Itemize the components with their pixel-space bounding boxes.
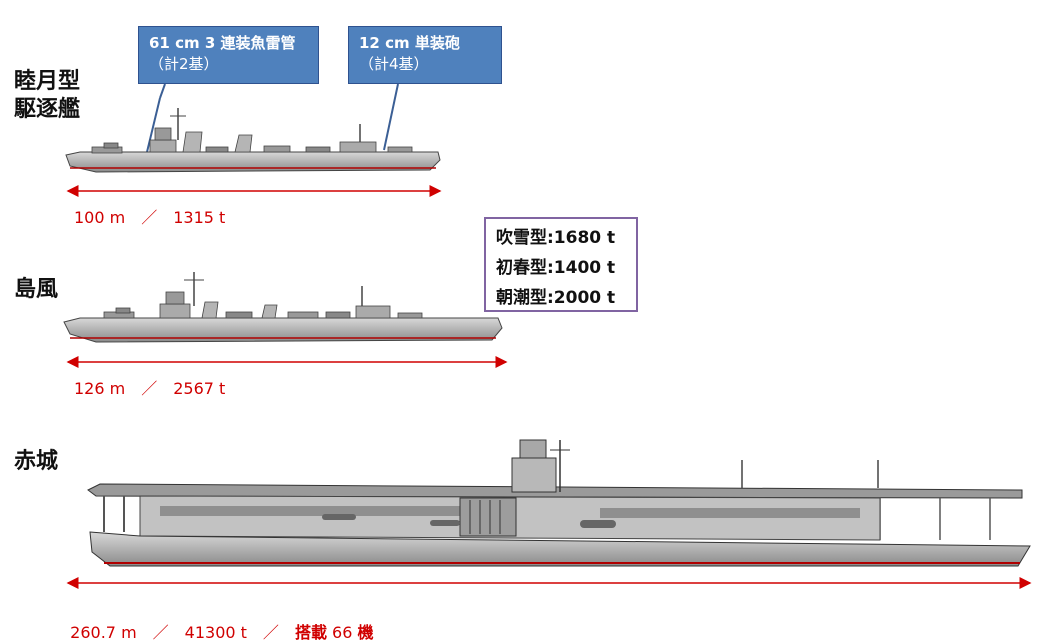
torpedo-leader-line-top: [159, 83, 166, 99]
torpedo-callout-line2: （計2基）: [149, 55, 219, 73]
variant-label: 朝潮型: [496, 288, 547, 308]
variant-value: :1400 t: [547, 258, 616, 278]
variant-label: 吹雪型: [496, 228, 547, 248]
akagi-name: 赤城: [14, 449, 59, 474]
mutsuki-name: 睦月型 駆逐艦: [14, 68, 80, 124]
torpedo-callout-line1: 61 cm 3 連装魚雷管: [149, 34, 296, 52]
torpedo-leader-line: [146, 97, 161, 153]
mutsuki-name-line1: 睦月型: [14, 69, 81, 94]
gun-callout-line2: （計4基）: [359, 55, 429, 73]
shimakaze-caption: 126 m ／ 2567 t: [74, 379, 226, 398]
shimakaze-name: 島風: [14, 277, 59, 302]
ship-drawings: [63, 83, 1032, 589]
akagi-silhouette: [87, 439, 1031, 567]
variant-label: 初春型: [496, 258, 547, 278]
mutsuki-silhouette: [65, 108, 441, 173]
shimakaze-silhouette: [63, 272, 503, 343]
mutsuki-caption: 100 m ／ 1315 t: [74, 208, 226, 227]
variants-box: 吹雪型:1680 t 初春型:1400 t 朝潮型:2000 t: [484, 217, 638, 312]
variant-row: 初春型:1400 t: [496, 253, 626, 283]
gun-leader-line: [383, 83, 399, 151]
mutsuki-name-line2: 駆逐艦: [14, 97, 81, 122]
gun-callout: 12 cm 単装砲 （計4基）: [348, 26, 502, 84]
gun-callout-line1: 12 cm 単装砲: [359, 34, 460, 52]
variant-row: 朝潮型:2000 t: [496, 283, 626, 313]
torpedo-callout: 61 cm 3 連装魚雷管 （計2基）: [138, 26, 319, 84]
variant-value: :1680 t: [547, 228, 616, 248]
variant-value: :2000 t: [547, 288, 616, 308]
variant-row: 吹雪型:1680 t: [496, 223, 626, 253]
